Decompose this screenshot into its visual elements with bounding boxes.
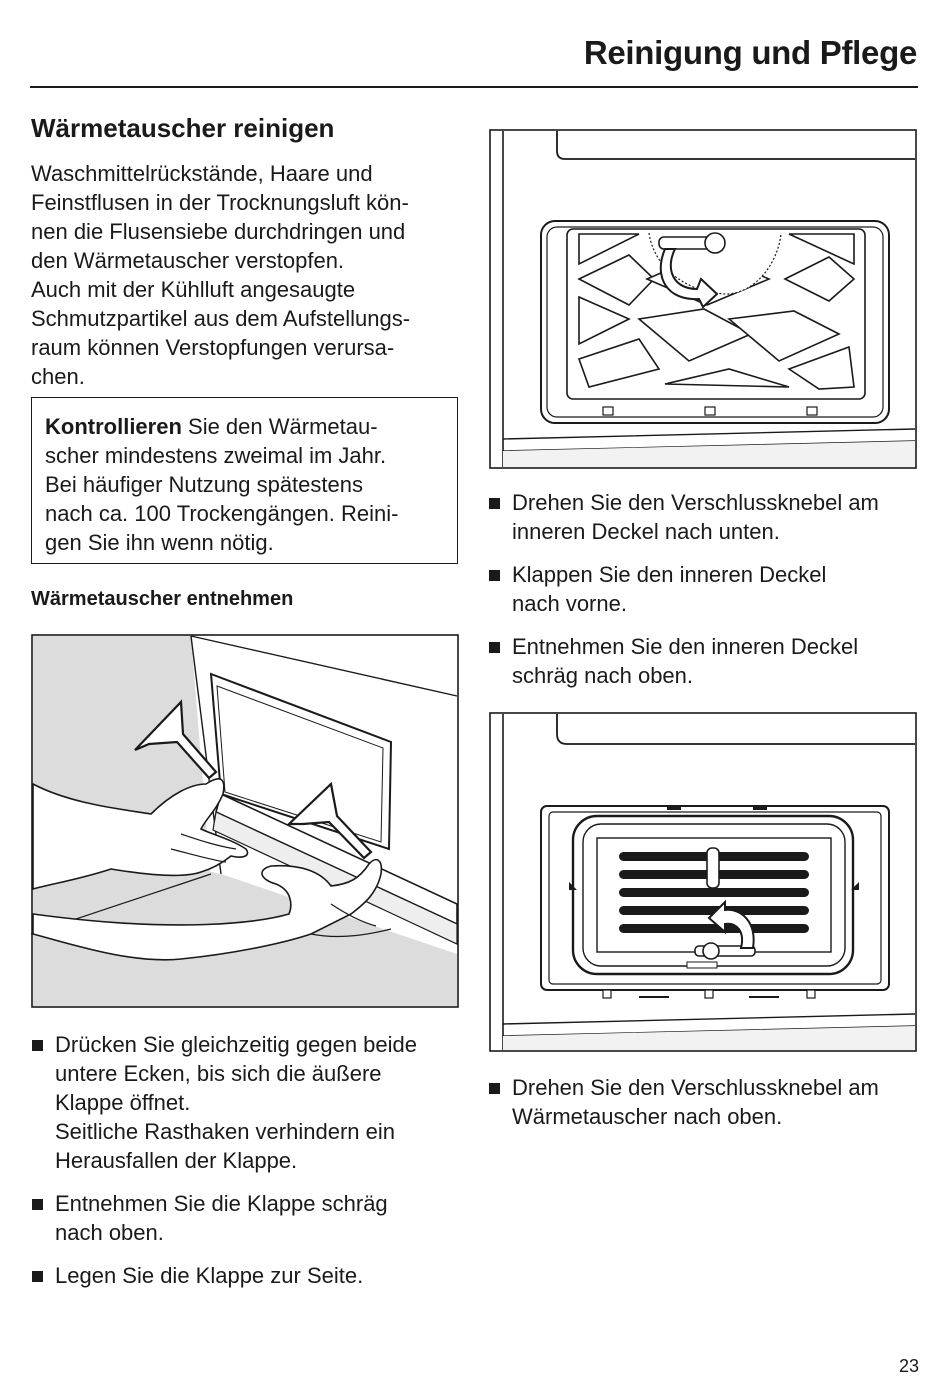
list-item: Drücken Sie gleichzeitig gegen beide unt… [31, 1030, 471, 1175]
header-divider [30, 86, 918, 88]
left-step-list: Drücken Sie gleichzeitig gegen beide unt… [31, 1030, 471, 1304]
square-bullet-icon [32, 1271, 43, 1282]
intro-line: Feinstflusen in der Trocknungsluft kön- [31, 190, 409, 215]
note-line: gen Sie ihn wenn nötig. [45, 530, 274, 555]
section-title: Wärmetauscher reinigen [31, 113, 335, 143]
step-line: Drehen Sie den Verschlussknebel am [512, 490, 879, 515]
list-item: Drehen Sie den Verschlussknebel am inner… [488, 488, 928, 546]
intro-line: raum können Verstopfungen verursa- [31, 335, 395, 360]
list-item: Drehen Sie den Verschlussknebel am Wärme… [488, 1073, 928, 1131]
press-arrow-icon [134, 699, 218, 780]
note-line: Bei häufiger Nutzung spätestens [45, 472, 363, 497]
curved-arrow-icon [659, 248, 719, 309]
intro-line: Auch mit der Kühlluft angesaugte [31, 277, 356, 302]
list-item: Legen Sie die Klappe zur Seite. [31, 1261, 471, 1290]
figure-inner-cover [489, 129, 917, 469]
step-line: Drehen Sie den Verschlussknebel am [512, 1075, 879, 1100]
step-line: Entnehmen Sie die Klappe schräg [55, 1191, 388, 1216]
note-line: Kontrollieren Sie den Wärmetau- [45, 412, 398, 441]
list-item: Klappen Sie den inneren Deckel nach vorn… [488, 560, 928, 618]
press-arrow-icon [286, 781, 373, 860]
subsection-title: Wärmetauscher entnehmen [31, 588, 294, 610]
square-bullet-icon [489, 570, 500, 581]
step-line: nach vorne. [512, 591, 627, 616]
intro-line: nen die Flusensiebe durchdringen und [31, 219, 406, 244]
intro-line: den Wärmetauscher verstopfen. [31, 248, 345, 273]
note-line: nach ca. 100 Trockengängen. Reini- [45, 501, 399, 526]
intro-paragraph: Waschmittelrückstände, Haare und Feinstf… [31, 159, 471, 391]
step-line: Seitliche Rasthaken verhindern ein [55, 1119, 395, 1144]
square-bullet-icon [489, 1083, 500, 1094]
intro-line: Waschmittelrückstände, Haare und [31, 161, 373, 186]
step-line: Legen Sie die Klappe zur Seite. [55, 1263, 364, 1288]
right-step-list-top: Drehen Sie den Verschlussknebel am inner… [488, 488, 928, 704]
figure-press-flap [31, 634, 459, 1008]
step-line: Klappe öffnet. [55, 1090, 191, 1115]
step-line: Klappen Sie den inneren Deckel [512, 562, 827, 587]
step-line: Wärmetauscher nach oben. [512, 1104, 783, 1129]
square-bullet-icon [32, 1040, 43, 1051]
intro-line: chen. [31, 364, 85, 389]
page-number: 23 [898, 1356, 919, 1376]
square-bullet-icon [489, 642, 500, 653]
list-item: Entnehmen Sie den inneren Deckel schräg … [488, 632, 928, 690]
step-line: untere Ecken, bis sich die äußere [55, 1061, 382, 1086]
square-bullet-icon [32, 1199, 43, 1210]
step-line: Entnehmen Sie den inneren Deckel [512, 634, 859, 659]
step-line: inneren Deckel nach unten. [512, 519, 780, 544]
step-line: nach oben. [55, 1220, 164, 1245]
list-item: Entnehmen Sie die Klappe schräg nach obe… [31, 1189, 471, 1247]
right-step-list-bottom: Drehen Sie den Verschlussknebel am Wärme… [488, 1073, 928, 1145]
note-line-rest: Sie den Wärmetau- [181, 414, 378, 439]
step-line: schräg nach oben. [512, 663, 694, 688]
maintenance-note-box: Kontrollieren Sie den Wärmetau- scher mi… [31, 397, 458, 564]
curved-arrow-icon [707, 899, 755, 949]
note-line: scher mindestens zweimal im Jahr. [45, 443, 387, 468]
intro-line: Schmutzpartikel aus dem Aufstellungs- [31, 306, 411, 331]
page-header-title: Reinigung und Pflege [583, 34, 917, 71]
step-line: Herausfallen der Klappe. [55, 1148, 298, 1173]
square-bullet-icon [489, 498, 500, 509]
step-line: Drücken Sie gleichzeitig gegen beide [55, 1032, 418, 1057]
figure-heat-exchanger [489, 712, 917, 1052]
note-bold-keyword: Kontrollieren [45, 414, 182, 439]
